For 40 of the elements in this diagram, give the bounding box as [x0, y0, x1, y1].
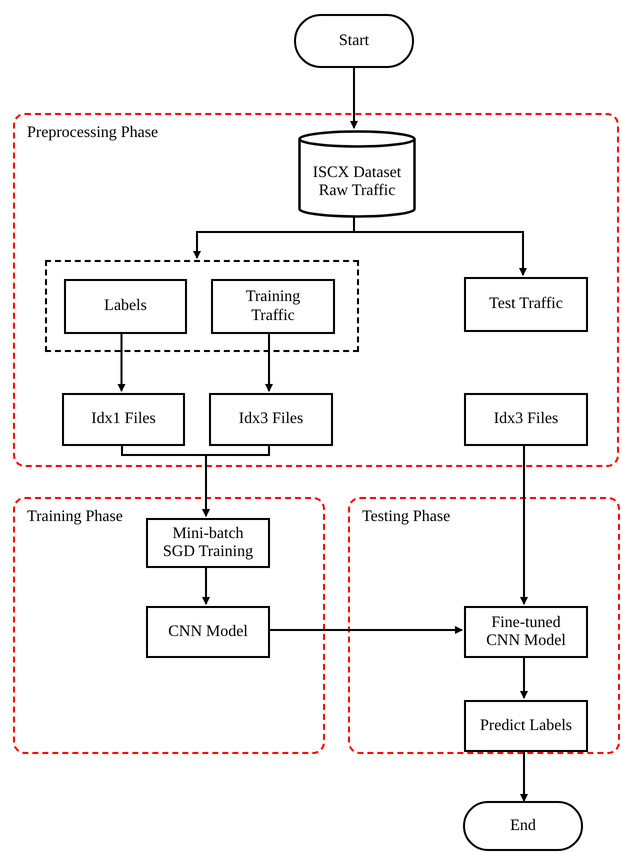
- process-box: [211, 279, 335, 334]
- node-label: Start: [338, 32, 370, 50]
- phase-label: Preprocessing Phase: [27, 123, 158, 143]
- phase-region: [13, 497, 325, 754]
- node-label: Predict Labels: [480, 716, 572, 736]
- node-label: CNN Model: [168, 622, 248, 642]
- node-label: Labels: [104, 297, 147, 316]
- arrow: [268, 626, 463, 634]
- node-label: Idx1 Files: [91, 410, 156, 429]
- process-box: [464, 606, 588, 658]
- arrow: [202, 566, 210, 605]
- node-label: ISCX Dataset Raw Traffic: [312, 164, 402, 200]
- arrow: [202, 444, 270, 517]
- node-label: Test Traffic: [489, 295, 563, 314]
- terminal-pill: [463, 801, 583, 851]
- arrow: [520, 656, 528, 699]
- process-box: [464, 277, 588, 332]
- process-box: [146, 518, 270, 568]
- process-box: [62, 393, 185, 446]
- process-box: [209, 393, 333, 446]
- node-label: Mini-batch SGD Training: [162, 524, 254, 562]
- database-cylinder: [298, 130, 416, 218]
- node-label: Fine-tuned CNN Model: [485, 614, 567, 650]
- phase-region: [348, 497, 620, 754]
- node-label: Idx3 Files: [494, 410, 558, 429]
- phase-label: Training Phase: [27, 507, 123, 527]
- dashed-group-box: [45, 260, 359, 352]
- process-box: [64, 279, 187, 334]
- node-label: Training Traffic: [244, 288, 302, 325]
- phase-region: [13, 113, 619, 467]
- process-box: [146, 606, 270, 658]
- process-box: [464, 700, 588, 752]
- node-label: End: [510, 816, 536, 836]
- terminal-pill: [294, 14, 414, 68]
- arrow: [350, 68, 358, 129]
- node-label: Idx3 Files: [238, 410, 304, 429]
- process-box: [464, 393, 588, 446]
- phase-label: Testing Phase: [362, 507, 450, 527]
- arrow: [520, 444, 528, 605]
- arrow: [520, 750, 528, 802]
